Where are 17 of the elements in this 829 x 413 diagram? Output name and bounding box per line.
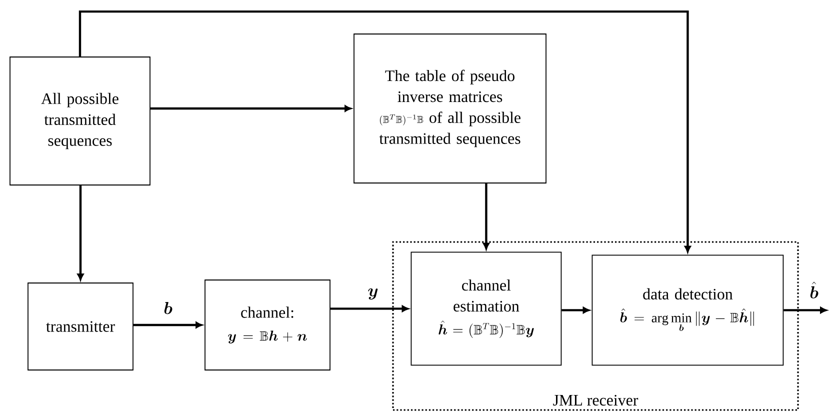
arrow <box>483 183 490 250</box>
arrow <box>133 322 202 328</box>
edge-label: $\boldsymbol{b}$ <box>164 302 172 314</box>
source-box: All possible transmitted sequences <box>10 56 150 186</box>
transmitter-box: transmitter <box>28 282 134 370</box>
arrow <box>77 185 84 280</box>
arrow <box>78 10 691 252</box>
edge-label: $\boldsymbol{y}$ <box>368 288 378 300</box>
arrow <box>330 306 408 312</box>
edge-label: $\hat{\boldsymbol{b}}$ <box>810 282 818 298</box>
arrow <box>150 105 352 112</box>
estimation-box: channel estimation $\hat{\boldsymbol{h}} = (\mathbb{B}^T\mathbb{B})^{-1}\mathbb{B}\boldsymbol{y}$ <box>410 252 562 366</box>
channel-box: channel: $\boldsymbol{y} = \mathbb{B}\boldsymbol{h} + \boldsymbol{n}$ <box>204 280 330 370</box>
table-box: The table of pseudo inverse matrices $(\mathbb{B}^T\mathbb{B})^{-1}\mathbb{B}$ of all possible transmitted sequences <box>354 34 546 184</box>
arrow <box>562 307 590 314</box>
arrow <box>784 307 827 314</box>
detection-box: data detection $\hat{\boldsymbol{b}} = \arg\min_{\boldsymbol{b}} \|\boldsymbol{y} - \mathbb{B}\hat{\boldsymbol{h}}\|$ <box>592 254 784 366</box>
